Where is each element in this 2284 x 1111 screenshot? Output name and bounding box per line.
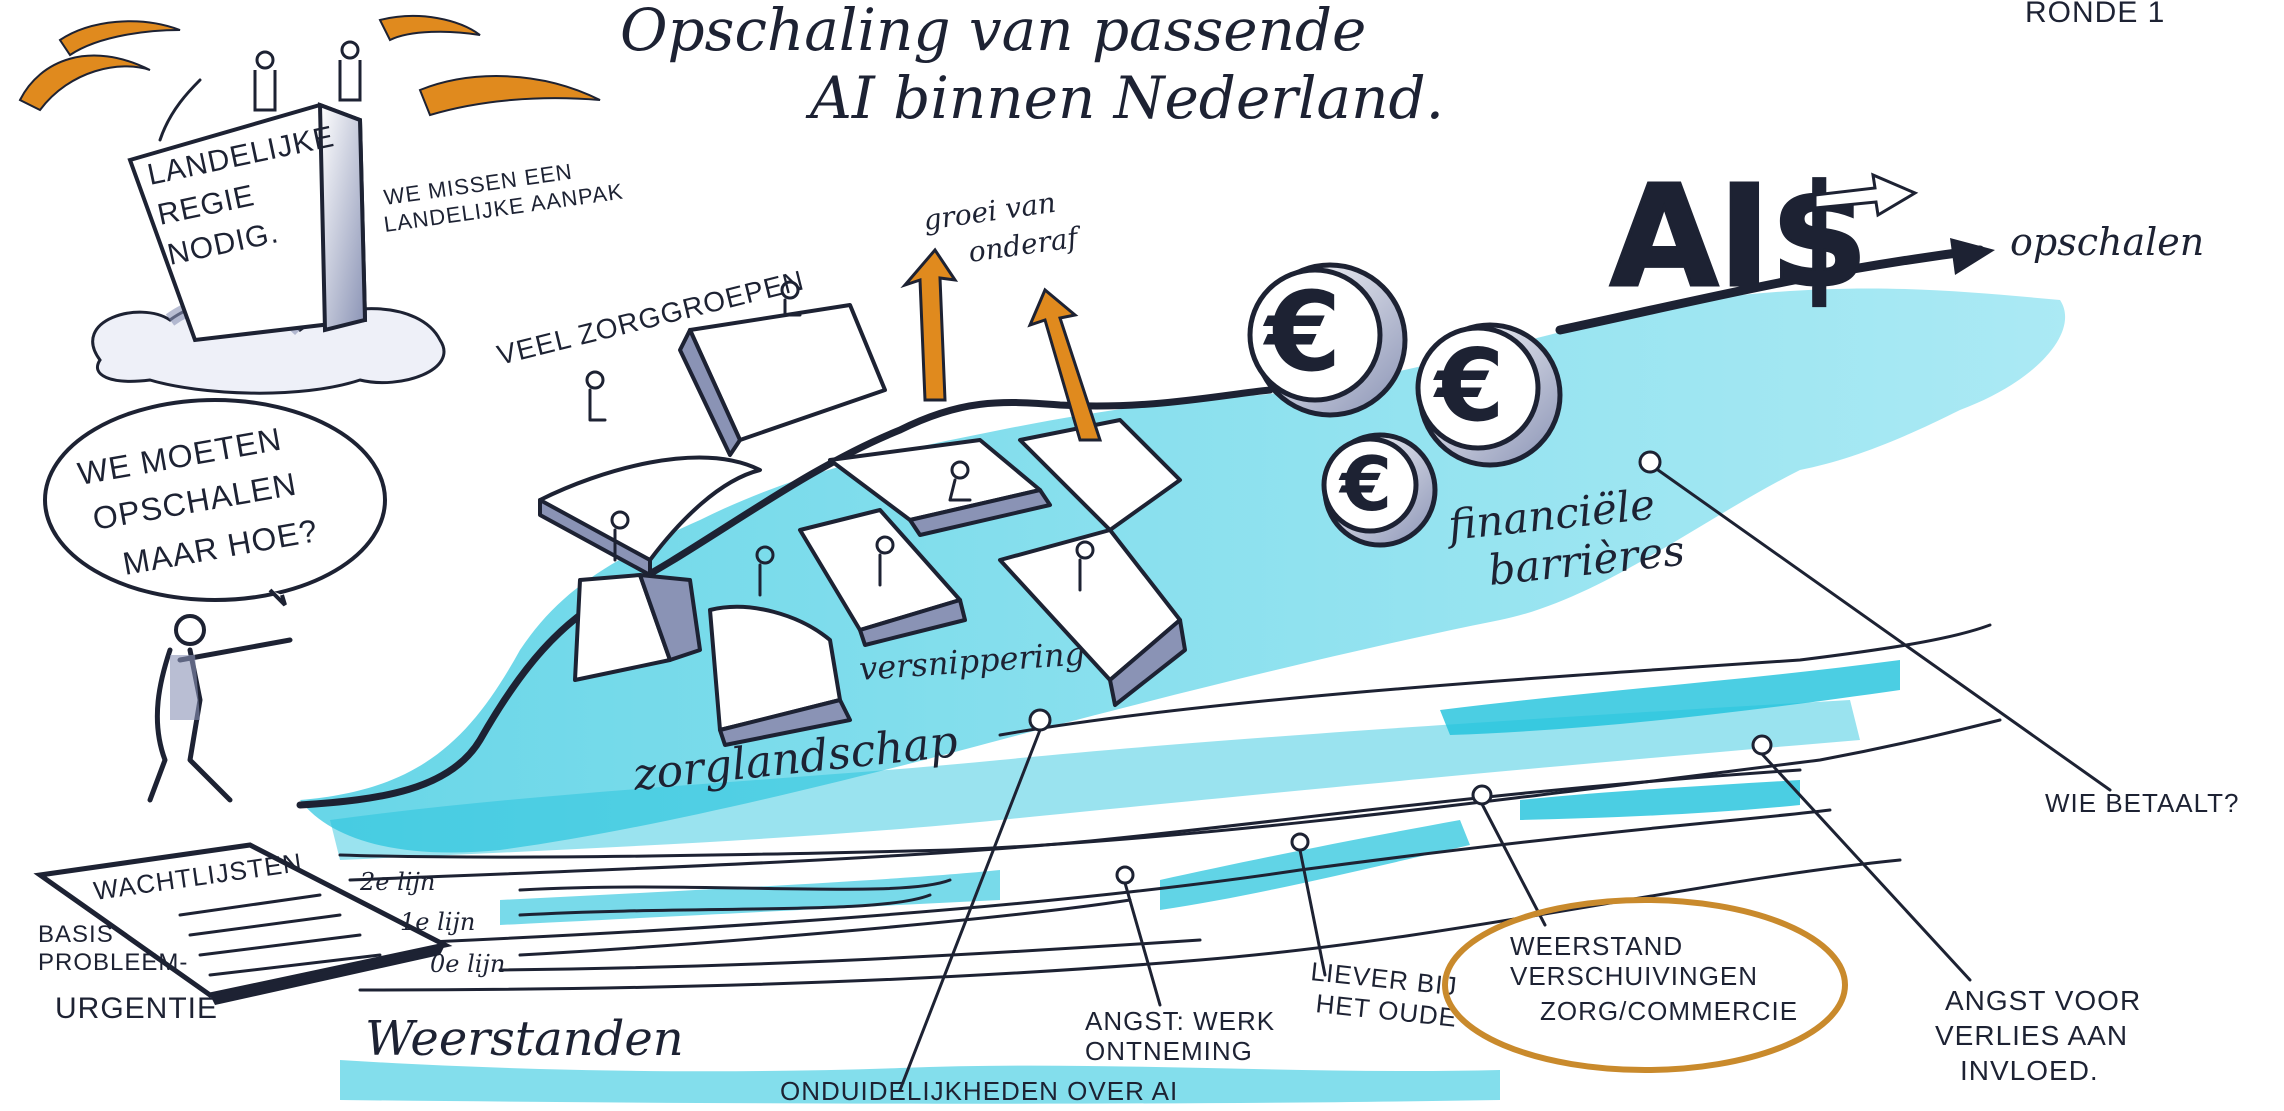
growth-arrows	[900, 247, 1103, 442]
scale-up-label: opschalen	[2010, 220, 2204, 264]
urgency-label: URGENTIE	[55, 992, 218, 1025]
svg-text:VERSCHUIVINGEN: VERSCHUIVINGEN	[1510, 961, 1758, 991]
who-pays-label: WIE BETAALT?	[2045, 788, 2240, 818]
euro-coins: € € €	[1247, 262, 1563, 548]
fear-influence-label: ANGST VOOR VERLIES AAN INVLOED.	[1935, 985, 2141, 1086]
svg-text:ANGST: WERK: ANGST: WERK	[1085, 1006, 1275, 1036]
svg-text:€: €	[1433, 327, 1505, 444]
growth-arrow-line	[1555, 245, 1985, 335]
svg-text:ONTNEMING: ONTNEMING	[1085, 1036, 1253, 1066]
ai-dollar-letters: AI$	[1610, 156, 1868, 319]
svg-text:BASIS: BASIS	[38, 921, 114, 948]
river-lines	[338, 623, 2002, 992]
svg-text:€: €	[1262, 268, 1342, 396]
speech-bubble: WE MOETEN OPSCHALEN MAAR HOE?	[43, 398, 387, 607]
title-line-2: AI binnen Nederland.	[805, 64, 1444, 132]
fear-job-label: ANGST: WERK ONTNEMING	[1085, 1006, 1275, 1066]
resistance-shift-label: WEERSTAND VERSCHUIVINGEN ZORG/COMMERCIE	[1510, 931, 1798, 1026]
regie-tower	[18, 14, 601, 395]
resistance-shift-oval	[1442, 897, 1848, 1073]
uncertainty-ai-label: ONDUIDELIJKHEDEN OVER AI	[780, 1076, 1178, 1106]
svg-text:ZORG/COMMERCIE: ZORG/COMMERCIE	[1540, 996, 1798, 1026]
growth-arrow-head	[1950, 238, 1995, 275]
line-1-label: 1e lijn	[400, 908, 475, 936]
svg-text:PROBLEEM-: PROBLEEM-	[38, 949, 188, 976]
svg-text:ANGST VOOR: ANGST VOOR	[1945, 985, 2141, 1016]
growth-label: groei van onderaf	[921, 186, 1084, 269]
water-landscape	[300, 288, 2066, 1104]
basic-problem-label: BASIS PROBLEEM-	[38, 921, 188, 976]
round-label: RONDE 1	[2025, 0, 2165, 29]
people-icons	[585, 280, 1095, 597]
waitlist-paper: WACHTLIJSTEN	[33, 842, 453, 1005]
svg-text:VERLIES AAN: VERLIES AAN	[1935, 1020, 2128, 1051]
title-line-1: Opschaling van passende	[620, 0, 1366, 64]
line-0-label: 0e lijn	[430, 950, 505, 978]
person-pointing-figure	[147, 614, 293, 803]
callout-leaders	[898, 450, 2112, 1092]
prefer-old-label: LIEVER BIJ HET OUDE	[1309, 956, 1459, 1033]
line-2-label: 2e lijn	[359, 868, 435, 896]
care-group-buildings	[538, 303, 1187, 747]
svg-text:€: €	[1338, 440, 1392, 528]
svg-text:INVLOED.: INVLOED.	[1960, 1055, 2099, 1086]
missing-approach-note: WE MISSEN EEN LANDELIJKE AANPAK	[382, 159, 625, 237]
svg-text:WEERSTAND: WEERSTAND	[1510, 931, 1683, 961]
ai-arrow-icon	[1813, 172, 1919, 218]
resistances-label: Weerstanden	[365, 1011, 684, 1067]
